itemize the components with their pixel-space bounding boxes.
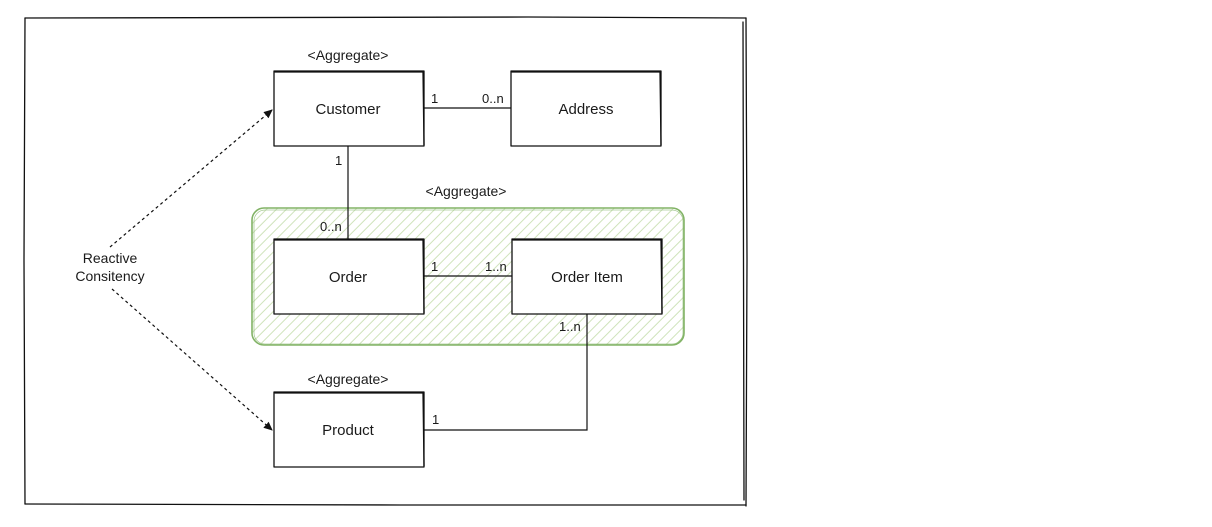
note-line-2: Consitency: [75, 268, 144, 284]
reactive-arrow-to-customer: [109, 109, 273, 248]
mult-orderitem-product-source: 1..n: [559, 319, 581, 334]
order-item-label: Order Item: [551, 269, 623, 286]
orderitem-product-link: [424, 314, 588, 431]
product-label: Product: [322, 422, 375, 439]
entity-customer[interactable]: Customer: [273, 70, 425, 147]
address-label: Address: [558, 101, 613, 118]
stereotype-product: <Aggregate>: [308, 371, 389, 387]
mult-customer-address-target: 0..n: [482, 91, 504, 106]
reactive-consistency-note: Reactive Consitency: [70, 248, 152, 286]
entity-order[interactable]: Order: [273, 238, 425, 315]
note-line-1: Reactive: [83, 250, 138, 266]
mult-customer-order-target: 0..n: [320, 219, 342, 234]
mult-order-orderitem-source: 1: [431, 259, 438, 274]
entity-order-item[interactable]: Order Item: [511, 238, 663, 315]
order-label: Order: [329, 269, 367, 286]
reactive-arrow-to-product: [111, 288, 273, 431]
mult-customer-order-source: 1: [335, 153, 342, 168]
stereotype-order-group: <Aggregate>: [426, 183, 507, 199]
mult-order-orderitem-target: 1..n: [485, 259, 507, 274]
mult-customer-address-source: 1: [431, 91, 438, 106]
stereotype-customer: <Aggregate>: [308, 47, 389, 63]
outer-frame: [23, 16, 748, 507]
mult-orderitem-product-target: 1: [432, 412, 439, 427]
entity-product[interactable]: Product: [273, 391, 425, 468]
customer-label: Customer: [315, 101, 380, 118]
entity-address[interactable]: Address: [510, 70, 662, 147]
